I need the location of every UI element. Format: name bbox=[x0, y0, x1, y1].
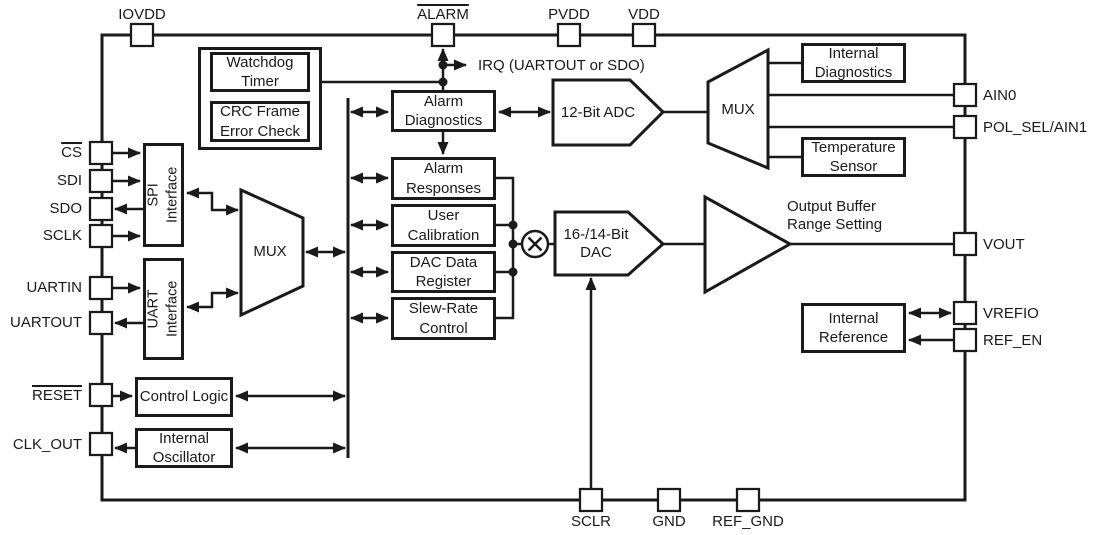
pin-pvdd bbox=[556, 22, 582, 48]
pin-label-vdd: VDD bbox=[628, 6, 660, 23]
junction-dots bbox=[438, 60, 518, 277]
spi-interface-block: SPI Interface bbox=[143, 143, 184, 247]
irq-annotation: IRQ (UARTOUT or SDO) bbox=[478, 57, 645, 74]
pin-vout bbox=[952, 231, 978, 257]
pin-label-pvdd: PVDD bbox=[548, 6, 590, 23]
pin-label-uartout: UARTOUT bbox=[10, 314, 82, 331]
pin-refgnd bbox=[735, 487, 761, 513]
pin-clkout bbox=[88, 431, 114, 457]
user-calibration-block: User Calibration bbox=[391, 204, 496, 247]
junction-dot bbox=[508, 267, 518, 277]
junction-dot bbox=[438, 77, 448, 87]
pin-label-vout: VOUT bbox=[983, 236, 1025, 253]
pin-label-vrefio: VREFIO bbox=[983, 305, 1039, 322]
pin-label-cs: CS bbox=[0, 144, 82, 162]
crc-frame-block: CRC Frame Error Check bbox=[210, 101, 310, 142]
pin-label-polsel-ain1: POL_SEL/AIN1 bbox=[983, 119, 1088, 136]
pin-cs bbox=[88, 140, 114, 166]
pin-label-reset: RESET bbox=[0, 387, 82, 405]
reset-overline-text: RESET bbox=[31, 387, 82, 404]
pin-gnd bbox=[656, 487, 682, 513]
internal-reference-block: Internal Reference bbox=[801, 303, 906, 353]
output-buffer-annotation: Output Buffer Range Setting bbox=[787, 198, 883, 233]
pin-label-clkout: CLK_OUT bbox=[12, 436, 82, 453]
slew-rate-control-block: Slew-Rate Control bbox=[391, 297, 496, 340]
pin-iovdd bbox=[129, 22, 155, 48]
pin-label-iovdd: IOVDD bbox=[118, 6, 166, 23]
junction-dot bbox=[438, 60, 448, 70]
output-buffer-amp-shape bbox=[703, 194, 794, 295]
pin-uartin bbox=[88, 275, 114, 301]
watchdog-timer-block: Watchdog Timer bbox=[210, 52, 310, 92]
wires bbox=[112, 48, 954, 489]
pin-label-sdi: SDI bbox=[56, 172, 82, 189]
pin-label-sclr: SCLR bbox=[570, 513, 611, 530]
mux-left-shape bbox=[239, 187, 305, 318]
pin-label-alarm: ALARM bbox=[398, 6, 488, 24]
pin-label-sclk: SCLK bbox=[42, 227, 82, 244]
shapes bbox=[239, 47, 794, 318]
internal-oscillator-block: Internal Oscillator bbox=[135, 428, 233, 468]
junction-dot bbox=[508, 239, 518, 249]
pin-label-gnd: GND bbox=[652, 513, 686, 530]
pin-label-uartin: UARTIN bbox=[26, 279, 82, 296]
spi-interface-label: SPI Interface bbox=[145, 166, 181, 224]
pin-vdd bbox=[631, 22, 657, 48]
pin-sclk bbox=[88, 223, 114, 249]
pin-uartout bbox=[88, 310, 114, 336]
dac-data-register-block: DAC Data Register bbox=[391, 251, 496, 293]
pin-label-refen: REF_EN bbox=[983, 332, 1043, 349]
cs-overline-text: CS bbox=[61, 144, 82, 161]
internal-diagnostics-block: Internal Diagnostics bbox=[801, 43, 906, 83]
pin-label-ain0: AIN0 bbox=[983, 87, 1017, 104]
pin-label-sdo: SDO bbox=[49, 200, 82, 217]
wire-uart-mux bbox=[186, 287, 239, 313]
control-logic-block: Control Logic bbox=[135, 377, 233, 417]
pin-sclr bbox=[578, 487, 604, 513]
mux-right-label: MUX bbox=[721, 101, 755, 118]
pin-label-refgnd: REF_GND bbox=[712, 513, 784, 530]
pin-squares bbox=[88, 22, 978, 513]
pin-sdi bbox=[88, 168, 114, 194]
adc-shape bbox=[551, 78, 666, 147]
wire-register-column bbox=[496, 176, 515, 320]
adc-label: 12-Bit ADC bbox=[560, 104, 636, 121]
watchdog-group-box bbox=[198, 47, 322, 150]
pin-vrefio bbox=[952, 300, 978, 326]
pin-sdo bbox=[88, 196, 114, 222]
alarm-overline-text: ALARM bbox=[417, 6, 469, 23]
junction-dot bbox=[508, 220, 518, 230]
alarm-diagnostics-block: Alarm Diagnostics bbox=[391, 90, 496, 132]
pin-ain0 bbox=[952, 82, 978, 108]
mux-right-shape bbox=[706, 47, 770, 171]
uart-interface-label: UART Interface bbox=[145, 280, 181, 338]
multiplier-x bbox=[527, 236, 543, 252]
alarm-responses-block: Alarm Responses bbox=[391, 157, 496, 200]
temperature-sensor-block: Temperature Sensor bbox=[801, 137, 906, 177]
wire-spi-mux bbox=[186, 187, 239, 216]
pin-reset bbox=[88, 382, 114, 408]
dac-shape bbox=[553, 210, 666, 277]
uart-interface-block: UART Interface bbox=[143, 258, 184, 360]
pin-polsel-ain1 bbox=[952, 114, 978, 140]
pin-alarm bbox=[430, 22, 456, 48]
chip-boundary bbox=[100, 33, 967, 502]
dac-label: 16-/14-Bit DAC bbox=[563, 226, 629, 261]
mux-left-label: MUX bbox=[253, 243, 287, 260]
pin-refen bbox=[952, 327, 978, 353]
